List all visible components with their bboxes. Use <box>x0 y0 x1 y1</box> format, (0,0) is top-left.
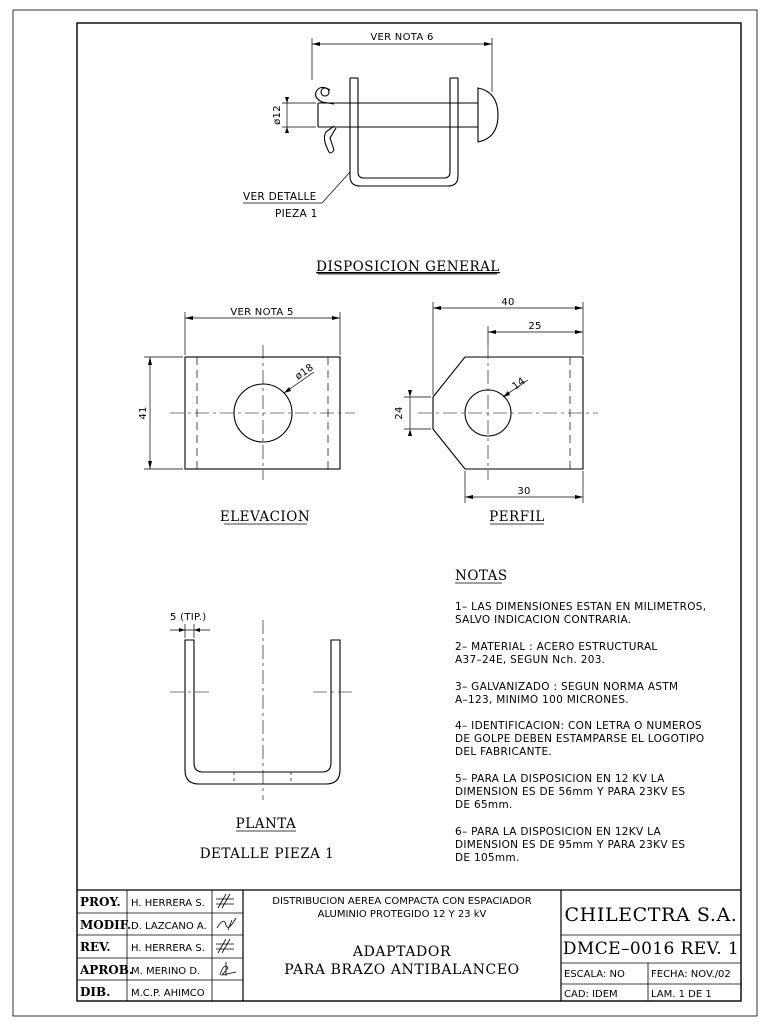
note-4-line-2: DE GOLPE DEBEN ESTAMPARSE EL LOGOTIPO <box>455 733 704 745</box>
profile-offset-label: 25 <box>528 321 541 332</box>
profile-width-label: 40 <box>501 297 514 308</box>
cad-field: CAD: IDEM <box>564 989 618 1000</box>
name-rev: H. HERRERA S. <box>131 943 205 954</box>
section-title-perfil: PERFIL <box>489 509 545 525</box>
drawing-number: DMCE–0016 REV. 1 <box>563 939 739 959</box>
note-6-line-2: DIMENSION ES DE 95mm Y PARA 23KV ES <box>455 839 685 851</box>
description-line-1: DISTRIBUCION AEREA COMPACTA CON ESPACIAD… <box>272 896 532 907</box>
title-block <box>77 889 741 1001</box>
profile-view <box>404 302 598 503</box>
part-name-line-2: PARA BRAZO ANTIBALANCEO <box>284 962 519 978</box>
part-name-line-1: ADAPTADOR <box>352 944 451 960</box>
name-proy: H. HERRERA S. <box>131 898 205 909</box>
signature-marks <box>216 893 237 976</box>
company-name: CHILECTRA S.A. <box>565 904 738 926</box>
callout-line-2: PIEZA 1 <box>275 208 318 220</box>
outer-border <box>12 9 758 1017</box>
notes-title: NOTAS <box>455 568 508 584</box>
elevation-height-label: 41 <box>138 406 149 419</box>
note-5-line-2: DIMENSION ES DE 56mm Y PARA 23KV ES <box>455 786 685 798</box>
section-title-elevacion: ELEVACION <box>220 509 310 525</box>
sheet-field: LAM. 1 DE 1 <box>651 989 712 1000</box>
name-dib: M.C.P. AHIMCO <box>131 988 205 999</box>
note-4-line-3: DEL FABRICANTE. <box>455 746 552 758</box>
note-2-line-2: A37–24E, SEGUN Nch. 203. <box>455 654 605 666</box>
section-title-planta: PLANTA <box>236 816 297 832</box>
note-5-line-1: 5– PARA LA DISPOSICION EN 12 KV LA <box>455 773 665 785</box>
top-dimension-label: VER NOTA 6 <box>370 32 433 43</box>
note-2-line-1: 2– MATERIAL : ACERO ESTRUCTURAL <box>455 641 658 653</box>
role-aprob: APROB. <box>79 963 133 977</box>
plan-view <box>170 620 355 800</box>
note-1-line-1: 1– LAS DIMENSIONES ESTAN EN MILIMETROS, <box>455 601 706 613</box>
elevation-hole-label: ø18 <box>293 362 315 382</box>
note-4-line-1: 4– IDENTIFICACION: CON LETRA O NUMEROS <box>455 720 702 732</box>
notes-list: 1– LAS DIMENSIONES ESTAN EN MILIMETROS, … <box>455 601 706 864</box>
elevation-width-label: VER NOTA 5 <box>230 307 293 318</box>
role-modif: MODIF. <box>80 918 131 932</box>
callout-line-1: VER DETALLE <box>243 191 317 203</box>
note-5-line-3: DE 65mm. <box>455 799 513 811</box>
note-6-line-1: 6– PARA LA DISPOSICION EN 12KV LA <box>455 826 661 838</box>
role-proy: PROY. <box>80 895 121 909</box>
general-arrangement-view <box>243 38 499 204</box>
name-modif: D. LAZCANO A. <box>131 921 207 932</box>
description-line-2: ALUMINIO PROTEGIDO 12 Y 23 kV <box>318 909 487 920</box>
note-3-line-1: 3– GALVANIZADO : SEGUN NORMA ASTM <box>455 681 678 693</box>
date-field: FECHA: NOV./02 <box>651 969 731 980</box>
note-6-line-3: DE 105mm. <box>455 852 520 864</box>
role-rev: REV. <box>80 940 111 954</box>
scale-field: ESCALA: NO <box>564 969 625 980</box>
role-dib: DIB. <box>80 985 110 999</box>
profile-left-label: 24 <box>394 406 405 419</box>
section-title-detalle: DETALLE PIEZA 1 <box>200 846 335 862</box>
name-aprob: M. MERINO D. <box>131 966 200 977</box>
profile-bottom-label: 30 <box>517 486 530 497</box>
plan-thickness-label: 5 (TIP.) <box>170 612 206 623</box>
inner-border <box>76 22 742 1002</box>
pin-diameter-label: ø12 <box>272 105 283 125</box>
elevation-view <box>144 312 355 480</box>
section-title-general: DISPOSICION GENERAL <box>316 259 500 275</box>
note-1-line-2: SALVO INDICACION CONTRARIA. <box>455 614 631 626</box>
note-3-line-2: A–123, MINIMO 100 MICRONES. <box>455 694 629 706</box>
